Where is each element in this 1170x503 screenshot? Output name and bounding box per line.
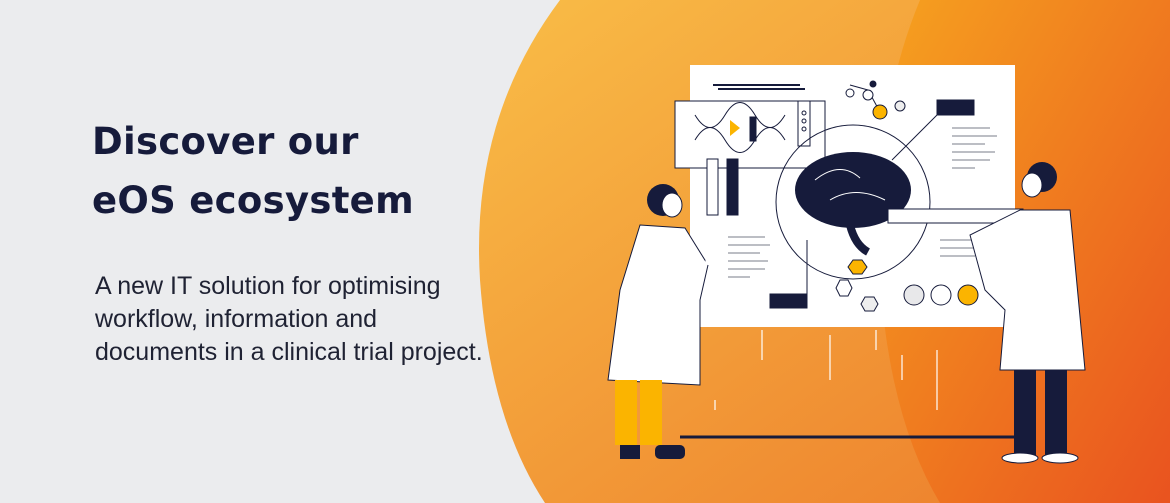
- board-legs: [714, 330, 938, 410]
- scientist-icon-right: [969, 162, 1086, 464]
- dna-icon: [674, 100, 826, 216]
- subtitle-line-3: documents in a clinical trial project.: [95, 338, 483, 366]
- molecule-icon: [835, 80, 906, 312]
- title-line-1: Discover our: [92, 120, 359, 163]
- scientists-illustration: [607, 65, 1086, 464]
- scientist-icon-left: [607, 184, 715, 459]
- brain-icon: [795, 152, 911, 256]
- subtitle: A new IT solution for optimising workflo…: [95, 270, 555, 369]
- subtitle-line-1: A new IT solution for optimising: [95, 272, 441, 300]
- subtitle-line-2: workflow, information and: [95, 305, 378, 333]
- title-line-2: eOS ecosystem: [92, 179, 414, 222]
- page-title: Discover our eOS ecosystem: [92, 112, 414, 230]
- text-lines: [728, 127, 997, 278]
